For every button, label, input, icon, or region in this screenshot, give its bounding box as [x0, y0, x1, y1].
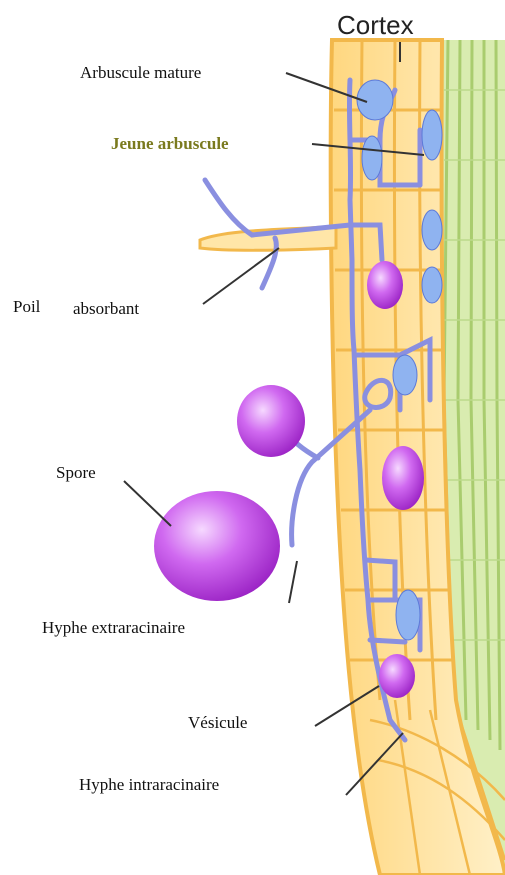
cortex-label: Cortex	[337, 10, 414, 41]
spore-small	[237, 385, 305, 457]
absorbant-label: absorbant	[73, 299, 139, 319]
arbuscule-3	[362, 136, 382, 180]
arbuscule-mature-label: Arbuscule mature	[80, 63, 201, 83]
arbuscule-6	[393, 355, 417, 395]
jeune-arbuscule-label: Jeune arbuscule	[111, 134, 229, 154]
arbuscule-7	[396, 590, 420, 640]
vesicule-label: Vésicule	[188, 713, 247, 733]
hyphe-intraracinaire-label: Hyphe intraracinaire	[79, 775, 219, 795]
spore-leader	[124, 481, 171, 526]
arbuscule-4	[422, 210, 442, 250]
spore-label: Spore	[56, 463, 96, 483]
spore-large	[154, 491, 280, 601]
vesicle-upper	[367, 261, 403, 309]
hyphe-extraracinaire-label: Hyphe extraracinaire	[42, 618, 185, 638]
vesicle-lower	[379, 654, 415, 698]
arbuscule-2	[422, 110, 442, 160]
poil-label: Poil	[13, 297, 40, 317]
arbuscule-5	[422, 267, 442, 303]
vesicle-middle	[382, 446, 424, 510]
hyphe-extraracinaire-leader	[289, 561, 297, 603]
